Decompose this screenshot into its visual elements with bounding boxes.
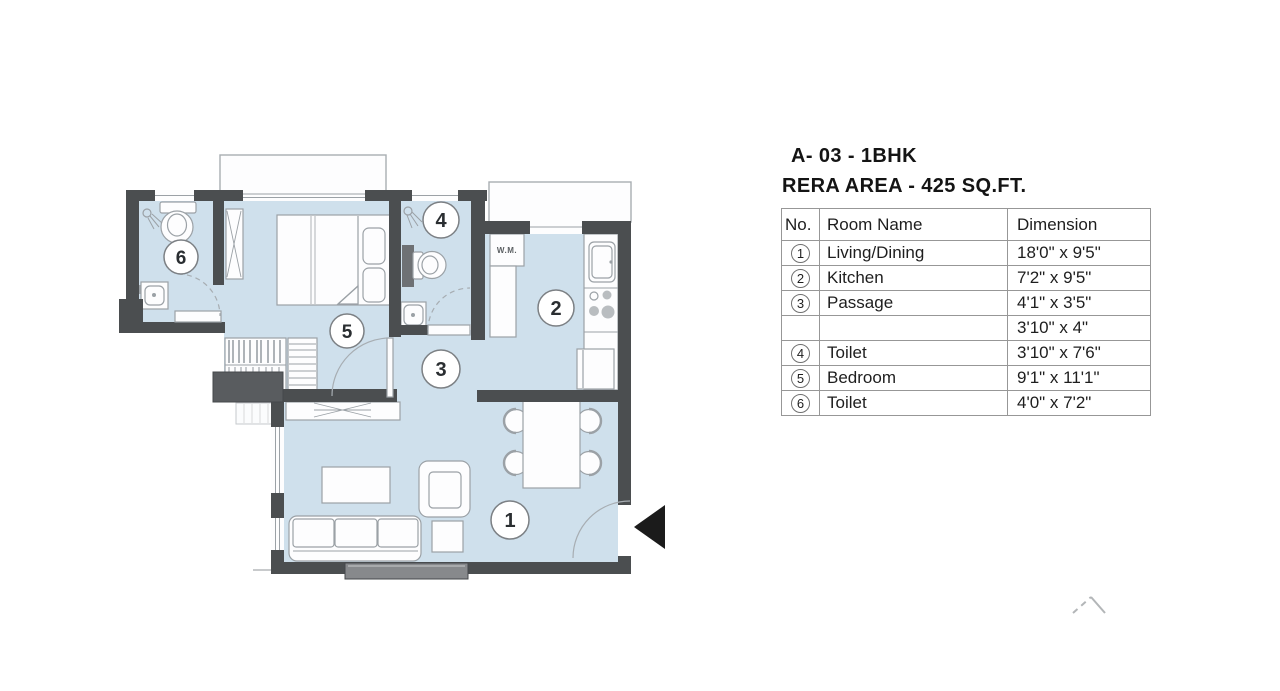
duct-vent [235,402,277,571]
room-name-cell: Kitchen [819,265,1008,291]
room-name-cell: Toilet [819,390,1008,416]
hob-burner [589,291,599,301]
dimension-cell: 18'0" x 9'5" [1007,240,1151,266]
dining-table [522,400,581,489]
ledge [402,245,414,287]
tv-unit [285,401,401,421]
table-row: 5 Bedroom 9'1" x 11'1" [781,365,1151,391]
walls [119,190,631,574]
entry-arrow-icon [634,505,665,549]
living-furniture [285,400,603,562]
shower-icon [403,206,413,216]
hob-burner [601,305,615,319]
room-dimension-table: No. Room Name Dimension 1 Living/Dining … [781,208,1151,416]
row-number-badge: 5 [791,369,810,388]
dimension-cell: 3'10" x 4" [1007,315,1151,341]
unit-title: A- 03 - 1BHK [791,145,917,167]
window [243,190,365,201]
coffee-table [321,466,391,504]
table-row: 3'10" x 4" [781,315,1151,341]
sofa [288,515,422,562]
wm-label: W.M. [497,246,517,255]
wardrobe-shelves [287,337,318,393]
balcony-outline [219,154,387,194]
header-dimension: Dimension [1007,208,1151,241]
door-leaf [386,337,394,398]
plan-title: A- 03 - 1BHK RERA AREA - 425 SQ.FT. [782,141,1026,201]
empty-no-cell [781,315,820,341]
dimension-cell: 7'2" x 9'5" [1007,265,1151,291]
table-row: 6 Toilet 4'0" x 7'2" [781,390,1151,416]
table-header-row: No. Room Name Dimension [781,208,1151,241]
window [271,427,284,493]
row-number-badge: 3 [791,294,810,313]
tv-icon [313,402,372,418]
door-swing [331,337,391,397]
row-number-badge: 2 [791,269,810,288]
dimension-cell: 9'1" x 11'1" [1007,365,1151,391]
table-row: 1 Living/Dining 18'0" x 9'5" [781,240,1151,266]
header-no: No. [781,208,820,241]
toilet6-fixtures [139,201,197,310]
room-number-passage: 3 [435,359,446,381]
room-name-cell: Toilet [819,340,1008,366]
hob-burner [602,290,612,300]
room-name-cell [819,315,1008,341]
room-number-badges: 1 2 3 4 5 6 [163,201,575,540]
dimension-cell: 4'1" x 3'5" [1007,290,1151,316]
side-table [431,520,464,553]
room-name-cell: Bedroom [819,365,1008,391]
row-number-badge: 1 [791,244,810,263]
entry-door-swing [572,500,631,559]
door-leaf [427,324,471,336]
room-name-cell: Passage [819,290,1008,316]
room-number-kitchen: 2 [550,298,561,320]
windows [155,190,582,580]
wc-icon [160,210,194,244]
pillow [362,227,386,265]
window-sill [344,562,469,580]
row-number-badge: 6 [791,394,810,413]
table-row: 2 Kitchen 7'2" x 9'5" [781,265,1151,291]
rera-area: RERA AREA - 425 SQ.FT. [782,175,1027,197]
shaft [212,371,284,403]
room-number-toilet-top: 4 [435,210,447,232]
toilet4-fixtures [400,206,447,329]
shower-icon [142,208,152,218]
floor-plan: W.M. [119,154,665,580]
door-swing [427,287,471,331]
table-row: 4 Toilet 3'10" x 7'6" [781,340,1151,366]
service-ledge-outline [488,181,632,223]
window [271,518,284,550]
door-swing [177,273,221,317]
row-number-badge: 4 [791,344,810,363]
door-leaf [174,310,222,323]
bedroom-furniture [224,208,391,393]
sink-icon [588,241,616,283]
dimension-cell: 4'0" x 7'2" [1007,390,1151,416]
dimension-cell: 3'10" x 7'6" [1007,340,1151,366]
doors [174,273,631,559]
armchair [418,460,471,518]
hob-burner [589,306,599,316]
header-room-name: Room Name [819,208,1008,241]
room-name-cell: Living/Dining [819,240,1008,266]
stray-mark [1072,596,1106,614]
room-number-living: 1 [504,510,515,532]
pillow [362,267,386,303]
room-number-toilet-left: 6 [176,248,187,269]
room-number-bedroom: 5 [342,322,353,343]
table-row: 3 Passage 4'1" x 3'5" [781,290,1151,316]
wm-counter [489,265,517,338]
